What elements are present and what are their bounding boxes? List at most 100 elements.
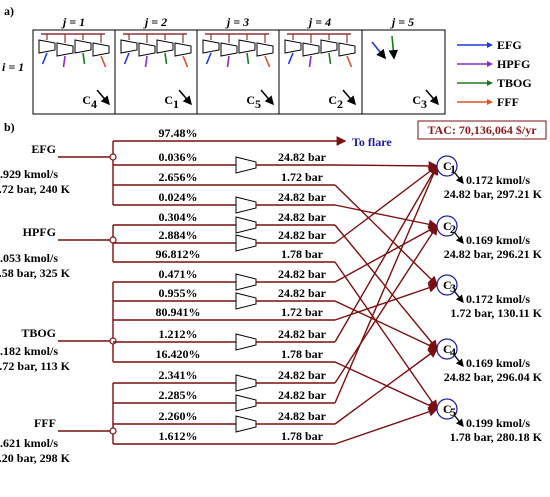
column-header: j = 3: [225, 15, 249, 29]
crossover-line: [334, 161, 439, 171]
tac-value: TAC: 70,136,064 $/yr: [427, 123, 537, 137]
split-fraction: 0.471%: [159, 267, 198, 281]
legend-item: EFG: [457, 38, 522, 52]
crossover-line: [334, 261, 438, 411]
compressor-conditions: 24.82 bar, 296.21 K: [444, 247, 543, 261]
mini-compressor-icon: [256, 42, 274, 57]
cell-compressor-sub: 2: [337, 97, 343, 111]
outlet-arrow: [178, 89, 192, 106]
crossover-line: [334, 204, 439, 230]
compressor-circle: [436, 155, 458, 177]
stream-pressure: 1.78 bar: [281, 429, 324, 443]
compressor-icon: [235, 394, 257, 412]
mini-compressor-icon: [284, 39, 302, 54]
split-fraction: 1.212%: [159, 327, 198, 341]
stream-pressure: 24.82 bar: [278, 190, 327, 204]
legend-label: HPFG: [497, 57, 530, 71]
cell-compressor-label: C: [246, 93, 255, 107]
compressor-conditions: 1.78 bar, 280.18 K: [450, 430, 543, 444]
split-fraction: 96.812%: [156, 247, 201, 261]
flow-arrow: [328, 52, 332, 65]
crossover-line: [334, 361, 439, 410]
legend-label: EFG: [497, 38, 522, 52]
flow-arrow: [371, 41, 387, 60]
split-fraction: 0.304%: [159, 210, 198, 224]
source-conditions: 26.20 bar, 298 K: [0, 451, 71, 465]
panel-b-label: b): [4, 120, 15, 134]
split-fraction: 97.48%: [159, 126, 198, 140]
mini-compressor-icon: [174, 42, 192, 57]
compressor-icon: [235, 415, 257, 433]
compressor-icon: [235, 156, 257, 174]
row-label: i = 1: [2, 60, 24, 74]
source-flow: 0.053 kmol/s: [0, 251, 58, 265]
crossover-line: [334, 300, 439, 350]
split-fraction: 2.884%: [159, 228, 198, 242]
source-conditions: 7.58 bar, 325 K: [0, 266, 71, 280]
split-fraction: 1.612%: [159, 429, 198, 443]
split-fraction: 2.260%: [159, 409, 198, 423]
source-conditions: 1.72 bar, 113 K: [0, 359, 71, 373]
splitter-node: [109, 236, 117, 244]
mini-compressor-icon: [338, 42, 356, 57]
mini-compressor-icon: [56, 42, 74, 57]
flow-arrow: [346, 55, 353, 68]
crossover-line: [334, 407, 439, 445]
compressor-icon: [235, 292, 257, 310]
split-fraction: 2.656%: [159, 170, 198, 184]
compressor-flow: 0.172 kmol/s: [466, 173, 530, 187]
mini-compressor-icon: [220, 42, 238, 57]
cell-compressor-label: C: [164, 93, 173, 107]
compressor-nodes: C10.172 kmol/s24.82 bar, 297.21 KC20.169…: [436, 155, 543, 444]
source-flow: 0.621 kmol/s: [0, 436, 58, 450]
compressor-flow: 0.169 kmol/s: [466, 356, 530, 370]
tac-box: TAC: 70,136,064 $/yr: [417, 120, 547, 140]
cell-compressor-label: C: [328, 93, 337, 107]
crossover-line: [334, 164, 439, 404]
split-fraction: 80.941%: [156, 305, 201, 319]
splitter-node: [109, 427, 117, 435]
split-fraction: 2.341%: [159, 368, 198, 382]
compressor-subscript: 5: [450, 405, 456, 419]
source-conditions: 1.72 bar, 240 K: [0, 182, 71, 196]
crossover-line: [334, 184, 438, 286]
source-name: EFG: [31, 142, 56, 156]
splitter-node: [109, 337, 117, 345]
stream-pressure: 24.82 bar: [278, 267, 327, 281]
outlet-arrow: [454, 291, 464, 304]
flow-arrow: [164, 52, 168, 65]
flow-arrow: [264, 55, 271, 68]
flow-arrow: [144, 55, 148, 68]
outlet-arrow: [454, 355, 464, 368]
flow-arrow: [123, 52, 130, 65]
compressor-label: C: [443, 159, 452, 173]
mini-compressor-icon: [120, 39, 138, 54]
split-fraction: 16.420%: [156, 347, 201, 361]
compressor-node: C40.169 kmol/s24.82 bar, 296.04 K: [436, 338, 543, 384]
compressor-node: C30.172 kmol/s1.72 bar, 130.11 K: [436, 274, 543, 320]
stream-pressure: 24.82 bar: [278, 409, 327, 423]
stream-pressure: 24.82 bar: [278, 388, 327, 402]
crossover-line: [334, 224, 438, 384]
to-flare-label: To flare: [352, 135, 392, 149]
stream-pressure: 1.72 bar: [281, 305, 324, 319]
stream-pressure: 1.78 bar: [281, 347, 324, 361]
cell-compressor-sub: 3: [421, 97, 427, 111]
column-header: j = 4: [307, 15, 331, 29]
panel-a-label: a): [4, 4, 14, 18]
compressor-flow: 0.172 kmol/s: [466, 292, 530, 306]
configuration-grid: [32, 29, 446, 115]
compressor-conditions: 24.82 bar, 297.21 K: [444, 187, 543, 201]
cell-compressor-sub: 4: [91, 97, 97, 111]
legend-item: FFF: [457, 95, 519, 109]
column-header: j = 1: [61, 15, 85, 29]
crossover-line: [334, 164, 438, 343]
compressor-node: C50.199 kmol/s1.78 bar, 280.18 K: [436, 398, 543, 444]
mini-compressor-icon: [156, 39, 174, 54]
split-fraction: 0.036%: [159, 150, 198, 164]
